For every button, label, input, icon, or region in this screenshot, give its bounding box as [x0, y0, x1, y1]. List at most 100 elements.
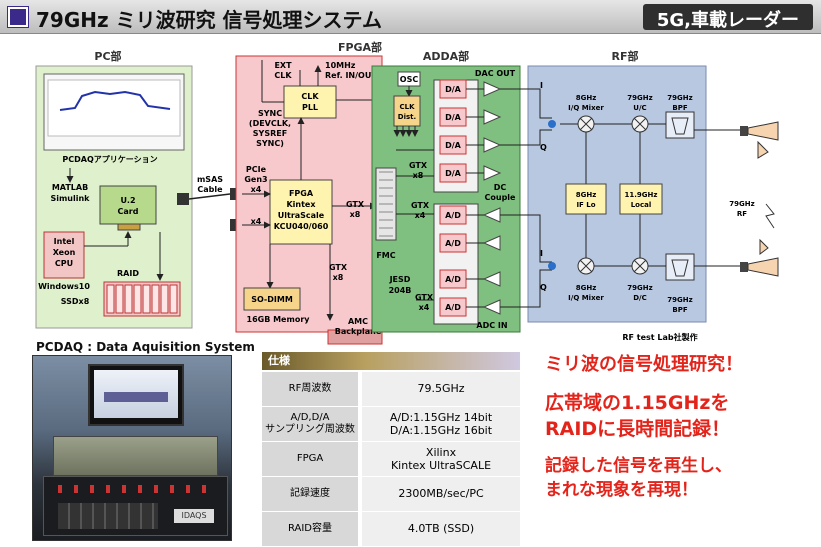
svg-text:CPU: CPU	[55, 259, 73, 268]
sodimm-block	[243, 287, 301, 311]
system-block-diagram: PC部 PCDAQアプリケーション MATLAB Simulink U.2 Ca…	[35, 40, 779, 345]
svg-text:Card: Card	[118, 207, 139, 216]
fpga-section-title: FPGA部	[338, 40, 382, 54]
svg-text:CLK: CLK	[274, 71, 292, 80]
svg-text:A/D: A/D	[445, 239, 461, 248]
spec-key: RF周波数	[262, 372, 358, 406]
svg-text:204B: 204B	[389, 286, 412, 295]
svg-text:x8: x8	[413, 171, 424, 180]
svg-text:Dist.: Dist.	[398, 113, 416, 121]
svg-text:I: I	[540, 249, 543, 258]
svg-text:A/D: A/D	[445, 303, 461, 312]
spec-table: RF周波数 79.5GHz A/D,D/A サンプリング周波数 A/D:1.15…	[262, 372, 520, 547]
svg-text:x4: x4	[415, 211, 426, 220]
slogans: ミリ波の信号処理研究！ 広帯域の1.15GHzを RAIDに長時間記録！ 記録し…	[545, 350, 815, 502]
svg-text:x4: x4	[251, 217, 262, 226]
svg-text:D/A: D/A	[445, 141, 462, 150]
svg-text:GTX: GTX	[415, 293, 434, 302]
rf-section-title: RF部	[612, 49, 639, 63]
svg-text:I: I	[540, 81, 543, 90]
svg-text:79GHz: 79GHz	[627, 284, 652, 292]
svg-text:x8: x8	[350, 210, 361, 219]
dac-channels: D/A D/A D/A D/A	[439, 79, 467, 183]
spec-row: A/D,D/A サンプリング周波数 A/D:1.15GHz 14bit D/A:…	[262, 407, 520, 441]
svg-text:JESD: JESD	[389, 275, 411, 284]
svg-text:I/Q Mixer: I/Q Mixer	[568, 294, 604, 302]
svg-text:Gen3: Gen3	[244, 175, 267, 184]
svg-text:Kintex: Kintex	[286, 200, 316, 209]
svg-text:FMC: FMC	[376, 251, 395, 260]
spec-key: A/D,D/A サンプリング周波数	[262, 407, 358, 441]
svg-text:SO-DIMM: SO-DIMM	[251, 295, 293, 304]
cpu-block	[43, 231, 85, 279]
chassis-brand: IDAQS	[174, 509, 214, 523]
svg-text:11.9GHz: 11.9GHz	[625, 191, 658, 199]
spec-row: RAID容量 4.0TB (SSD)	[262, 512, 520, 546]
svg-text:A/D: A/D	[445, 275, 461, 284]
page-title: 79GHz ミリ波研究 信号処理システム	[36, 8, 382, 32]
svg-text:x4: x4	[251, 185, 262, 194]
slogan-recording-line2: RAIDに長時間記録！	[545, 418, 731, 440]
svg-text:CLK: CLK	[301, 92, 319, 101]
spec-key: 記録速度	[262, 477, 358, 511]
raid-label: RAID	[117, 269, 139, 278]
category-tag: 5G,車載レーダー	[642, 4, 813, 31]
spec-value: 79.5GHz	[362, 372, 520, 406]
clk-dist-block	[393, 95, 421, 127]
svg-text:OSC: OSC	[400, 75, 419, 84]
svg-text:x4: x4	[419, 303, 430, 312]
spec-value: 2300MB/sec/PC	[362, 477, 520, 511]
svg-text:IF Lo: IF Lo	[576, 201, 595, 209]
svg-text:x8: x8	[333, 273, 344, 282]
svg-text:8GHz: 8GHz	[576, 191, 597, 199]
svg-text:GTX: GTX	[411, 201, 430, 210]
rf-credit: RF test Lab社製作	[622, 332, 697, 342]
title-square-icon	[7, 6, 29, 28]
svg-text:CLK: CLK	[399, 103, 415, 111]
svg-text:79GHz: 79GHz	[627, 94, 652, 102]
spec-header: 仕様	[262, 352, 520, 370]
svg-text:PLL: PLL	[302, 103, 318, 112]
windows-label: Windows10	[38, 282, 90, 291]
spec-key: RAID容量	[262, 512, 358, 546]
tx-antenna-icon	[747, 121, 779, 141]
svg-text:16GB Memory: 16GB Memory	[247, 315, 311, 324]
svg-text:D/A: D/A	[445, 85, 462, 94]
spec-value: Xilinx Kintex UltraSCALE	[362, 442, 520, 476]
svg-text:Ref. IN/OUT: Ref. IN/OUT	[325, 71, 377, 80]
pcdaq-photo: IDAQS	[32, 355, 232, 541]
svg-text:EXT: EXT	[274, 61, 292, 70]
svg-text:Xeon: Xeon	[53, 248, 76, 257]
svg-text:Couple: Couple	[485, 193, 517, 202]
svg-text:SYNC): SYNC)	[256, 139, 284, 148]
u2-card	[99, 185, 157, 225]
svg-text:AMC: AMC	[348, 317, 368, 326]
svg-text:10MHz: 10MHz	[325, 61, 356, 70]
slogan-research: ミリ波の信号処理研究！	[545, 354, 743, 375]
adda-boards	[53, 436, 218, 476]
svg-text:79GHz: 79GHz	[667, 296, 692, 304]
svg-text:U/C: U/C	[633, 104, 646, 112]
svg-text:SYNC: SYNC	[258, 109, 282, 118]
svg-text:UltraScale: UltraScale	[278, 211, 325, 220]
svg-text:KCU040/060: KCU040/060	[274, 222, 329, 231]
svg-text:GTX: GTX	[346, 200, 365, 209]
svg-text:DC: DC	[494, 183, 507, 192]
svg-text:D/C: D/C	[633, 294, 647, 302]
svg-text:Q: Q	[540, 143, 547, 152]
svg-text:DAC OUT: DAC OUT	[475, 69, 516, 78]
if-lo-block	[565, 183, 607, 215]
ssd-label: SSDx8	[61, 297, 90, 306]
adda-section-title: ADDA部	[423, 49, 469, 63]
spectrum-trace	[59, 90, 171, 111]
ssd-array	[103, 281, 181, 317]
simulink-label: Simulink	[50, 194, 90, 203]
slogan-recording: 広帯域の1.15GHzを RAIDに長時間記録！	[545, 390, 815, 442]
pcdaq-caption: PCDAQ : Data Aquisition System	[36, 340, 255, 354]
matlab-label: MATLAB	[52, 183, 88, 192]
spec-key: FPGA	[262, 442, 358, 476]
svg-text:79GHz: 79GHz	[729, 200, 754, 208]
rack-chassis: IDAQS	[43, 476, 228, 536]
svg-text:FPGA: FPGA	[289, 189, 314, 198]
svg-text:D/A: D/A	[445, 169, 462, 178]
